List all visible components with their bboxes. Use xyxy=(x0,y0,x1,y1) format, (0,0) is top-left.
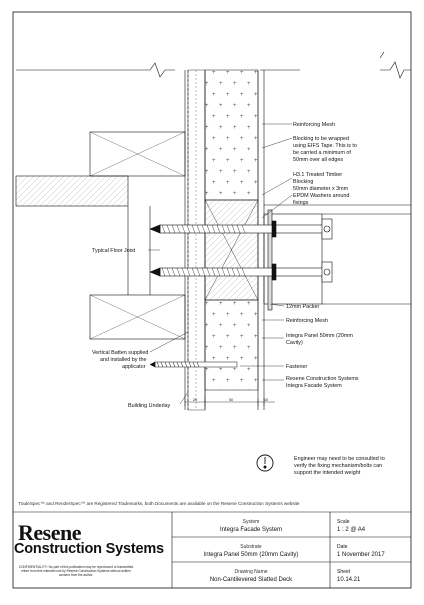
system-value: Integra Facade System xyxy=(219,527,283,533)
scale-value: 1 : 2 @ A4 xyxy=(337,527,366,533)
engineer-note-line2: verify the fixing mechanism/bolts can xyxy=(294,463,382,469)
caution-icon xyxy=(256,454,274,472)
logo-construction-systems: Construction Systems xyxy=(14,541,164,557)
callout-building-underlay: Building Underlay xyxy=(128,403,171,409)
dimension-labels: 20 50 10 xyxy=(193,398,268,402)
break-lines xyxy=(16,51,411,79)
dimension-10: 10 xyxy=(264,398,268,402)
callout-batten-2: and installed by the xyxy=(100,357,146,363)
deck-structure xyxy=(263,204,411,311)
callout-blocking-wrap-3: be carried a minimum of xyxy=(293,150,351,156)
callout-batten-1: Vertical Batten supplied xyxy=(92,350,148,356)
callout-floor-joist: Typical Floor Joist xyxy=(92,248,136,254)
callout-blocking-wrap-4: 50mm over all edges xyxy=(293,157,343,163)
callout-fastener: Fastener xyxy=(286,364,307,370)
callout-blocking-wrap-1: Blocking to be wrapped xyxy=(293,136,349,142)
callout-system-1: Resene Construction Systems xyxy=(286,376,359,382)
trademark-note: TradeSpec™ and RenderSpec™ are Registere… xyxy=(18,501,300,506)
leader-lines xyxy=(148,123,293,405)
sheet-label: Sheet xyxy=(337,569,351,575)
callout-washer-1: 50mm diameter x 3mm xyxy=(293,186,349,192)
callout-packer: 12mm Packer xyxy=(286,304,319,310)
callout-batten-3: applicator xyxy=(122,364,146,370)
substrate-label: Substrate xyxy=(240,544,262,550)
date-label: Date xyxy=(337,544,348,550)
callout-washer-3: fixings xyxy=(293,200,309,206)
engineer-note-line1: Engineer may need to be consulted to xyxy=(294,456,385,462)
callout-panel-1: Integra Panel 50mm (20mm xyxy=(286,333,353,339)
engineer-note-line3: support the intended weight xyxy=(294,470,361,476)
scale-label: Scale xyxy=(337,519,350,525)
system-label: System xyxy=(242,519,260,525)
engineer-note: Engineer may need to be consulted to ver… xyxy=(294,456,385,476)
title-block xyxy=(13,511,411,588)
integra-panel-upper xyxy=(204,69,259,201)
dimension-20: 20 xyxy=(193,398,197,402)
dimension-50: 50 xyxy=(229,398,233,402)
date-value: 1 November 2017 xyxy=(337,552,385,558)
bolts xyxy=(149,218,333,283)
floor-framing xyxy=(15,131,186,340)
substrate-value: Integra Panel 50mm (20mm Cavity) xyxy=(203,552,299,558)
callout-system-2: Integra Facade System xyxy=(286,383,342,389)
dimension-line xyxy=(184,398,275,406)
integra-panel-lower xyxy=(204,299,259,391)
callout-timber-1: H3.1 Treated Timber xyxy=(293,172,342,178)
confidentiality-note: CONFIDENTIALITY: No part of this publica… xyxy=(18,565,134,577)
drawing-name-label: Drawing Name xyxy=(234,569,268,575)
callout-washer-2: EPDM Washers around xyxy=(293,193,349,199)
border-frame xyxy=(12,11,412,589)
drawing-name-value: Non-Cantilevered Slatted Deck xyxy=(209,577,293,583)
fastener xyxy=(149,361,238,368)
logo-resene: Resene xyxy=(18,520,81,545)
sheet-value: 10.14.21 xyxy=(337,577,361,583)
callout-blocking-wrap-2: using EIFS Tape. This is to xyxy=(293,143,357,149)
callout-timber-2: Blocking xyxy=(293,179,313,185)
callouts: Reinforcing Mesh Blocking to be wrapped … xyxy=(92,122,359,409)
callout-reinforcing-mesh-bottom: Reinforcing Mesh xyxy=(286,318,328,324)
callout-panel-2: Cavity) xyxy=(286,340,303,346)
callout-reinforcing-mesh-top: Reinforcing Mesh xyxy=(293,122,335,128)
